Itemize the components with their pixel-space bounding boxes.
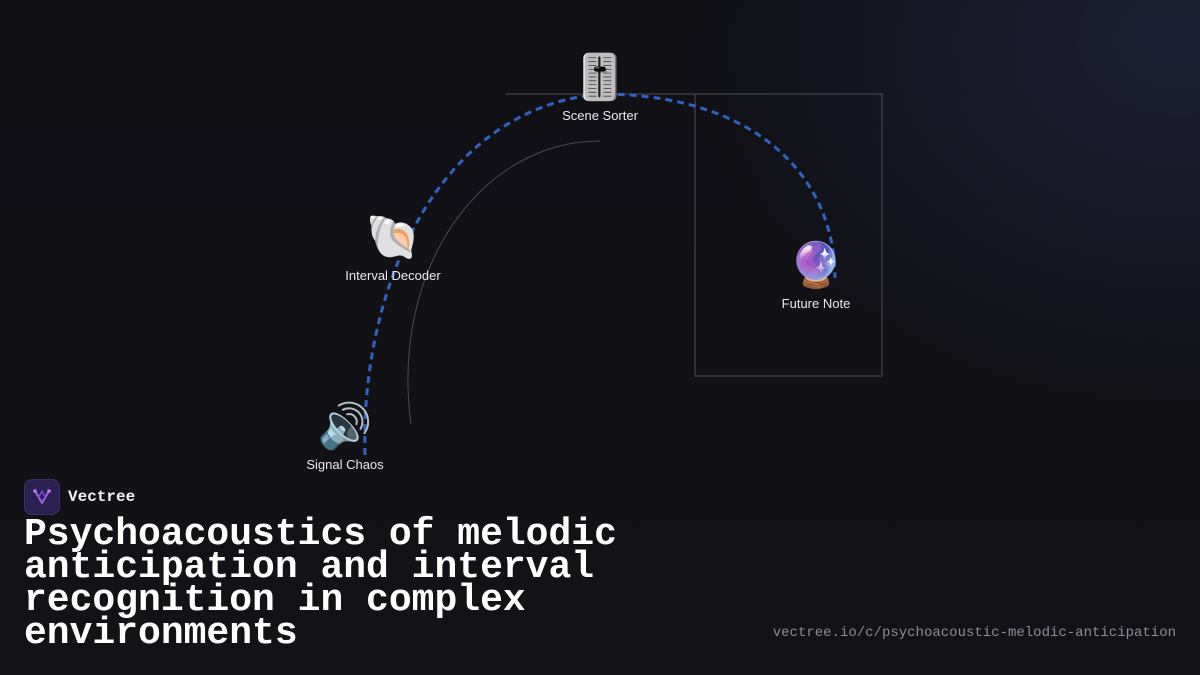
crystal-ball-icon: 🔮 [788, 240, 844, 291]
node-future-note[interactable]: 🔮 Future Note [782, 240, 851, 311]
node-label: Future Note [781, 296, 851, 311]
node-label: Scene Sorter [562, 108, 638, 123]
page-title: Psychoacoustics of melodic anticipation … [24, 513, 617, 655]
frame-outline [694, 93, 883, 377]
node-interval-decoder[interactable]: 🐚 Interval Decoder [345, 212, 440, 283]
spiral-shell-icon: 🐚 [365, 212, 421, 263]
vectree-logo-icon [24, 479, 60, 515]
node-signal-chaos[interactable]: 🔊 Signal Chaos [306, 401, 383, 472]
thin-connector-curve [407, 140, 601, 425]
brand[interactable]: Vectree [24, 479, 135, 515]
signal-path-dashed [363, 92, 837, 456]
speaker-high-volume-icon: 🔊 [317, 401, 373, 452]
node-label: Interval Decoder [345, 268, 441, 283]
page-url[interactable]: vectree.io/c/psychoacoustic-melodic-anti… [772, 625, 1176, 641]
node-scene-sorter[interactable]: 🎚️ Scene Sorter [562, 52, 638, 123]
brand-name: Vectree [68, 488, 136, 506]
node-label: Signal Chaos [306, 457, 384, 472]
level-slider-icon: 🎚️ [572, 52, 628, 103]
